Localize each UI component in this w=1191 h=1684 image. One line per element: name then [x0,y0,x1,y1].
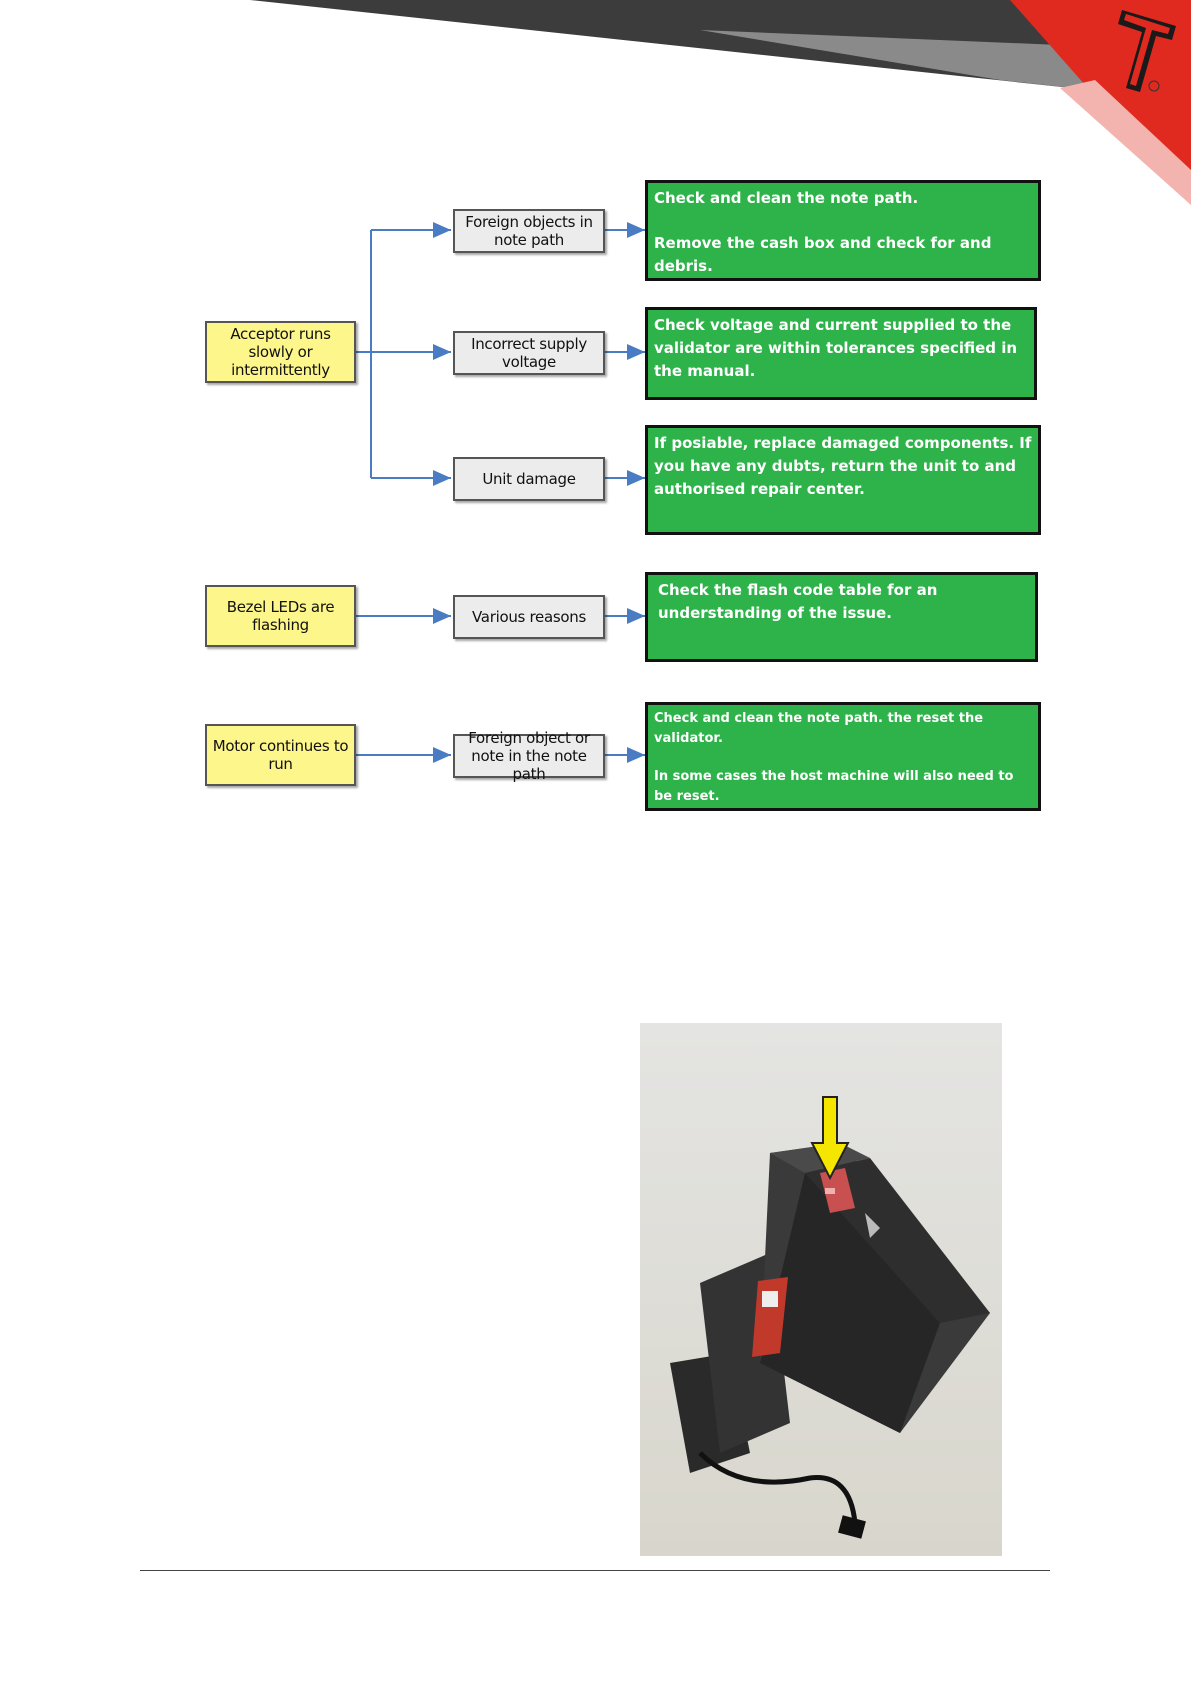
action-text: If posiable, replace damaged components.… [654,434,1032,498]
symptom-motor-continues: Motor continues to run [205,724,356,786]
action-clean-note-path: Check and clean the note path. Remove th… [645,180,1041,281]
action-replace-components: If posiable, replace damaged components.… [645,425,1041,535]
reason-label: Foreign object or note in the note path [468,729,590,783]
action-text: Check and clean the note path. [654,189,919,207]
header-band [250,0,1191,205]
reason-label: Incorrect supply voltage [471,335,587,371]
reason-label: Foreign objects in note path [465,213,593,249]
reason-foreign-object-note: Foreign object or note in the note path [453,729,605,783]
action-flash-code-table: Check the flash code table for an unders… [645,572,1038,662]
reason-foreign-objects: Foreign objects in note path [453,209,605,253]
reason-label: Unit damage [482,470,576,488]
reason-unit-damage: Unit damage [453,457,605,501]
note-validator-photo [640,1023,1002,1556]
action-clean-and-reset: Check and clean the note path. the reset… [645,702,1041,811]
footer-divider [140,1570,1050,1571]
reason-label: Various reasons [472,608,586,626]
symptom-label: Motor continues to run [212,737,349,773]
action-text: In some cases the host machine will also… [654,769,1014,804]
symptom-bezel-leds-flashing: Bezel LEDs are flashing [205,585,356,647]
symptom-label: Bezel LEDs are flashing [226,598,335,634]
action-text: Check and clean the note path. the reset… [654,711,984,746]
symptom-label: Acceptor runs slowly or intermittently [230,325,331,379]
reason-various: Various reasons [453,595,605,639]
symptom-slow-acceptor: Acceptor runs slowly or intermittently [205,321,356,383]
company-logo-icon [1118,10,1176,92]
action-text: Check voltage and current supplied to th… [654,316,1018,380]
reason-incorrect-voltage: Incorrect supply voltage [453,331,605,375]
flowchart-connectors [355,222,645,763]
action-text: Remove the cash box and check for and de… [654,234,992,275]
action-text: Check the flash code table for an unders… [658,581,938,622]
action-check-voltage: Check voltage and current supplied to th… [645,307,1037,400]
